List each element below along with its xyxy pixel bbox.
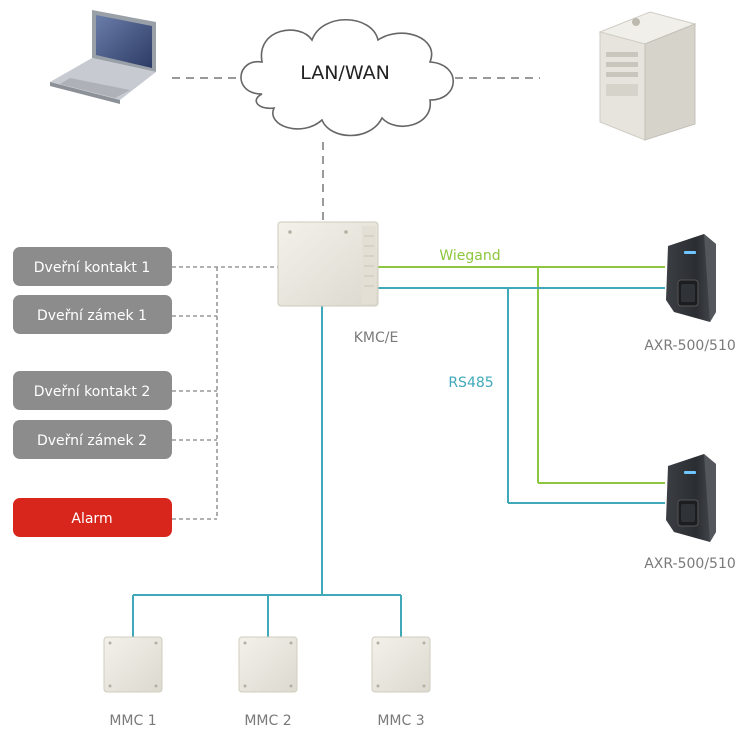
- input-label: Dveřní zámek 2: [37, 433, 147, 449]
- controller-label: KMC/E: [354, 330, 399, 346]
- fingerprint-reader-icon: [666, 454, 716, 542]
- module-label: MMC 1: [109, 713, 156, 729]
- input-door-lock-2: Dveřní zámek 2: [13, 420, 172, 459]
- module-icon: [371, 636, 431, 693]
- module-icon: [238, 636, 298, 693]
- reader-label: AXR-500/510: [644, 556, 736, 572]
- input-door-lock-1: Dveřní zámek 1: [13, 295, 172, 334]
- input-label: Dveřní kontakt 2: [34, 384, 150, 400]
- input-connections: [172, 266, 278, 520]
- fingerprint-reader-icon: [666, 234, 716, 322]
- rs485-label: RS485: [448, 375, 493, 391]
- cloud-icon: [240, 19, 455, 137]
- laptop-icon: [50, 10, 156, 104]
- module-label: MMC 2: [244, 713, 291, 729]
- input-label: Dveřní zámek 1: [37, 308, 147, 324]
- reader-label: AXR-500/510: [644, 338, 736, 354]
- module-label: MMC 3: [377, 713, 424, 729]
- server-icon: [598, 11, 697, 141]
- module-icon: [103, 636, 163, 693]
- wiegand-bus: [378, 266, 665, 484]
- network-connections: [172, 77, 540, 222]
- network-label: LAN/WAN: [300, 62, 390, 84]
- input-label: Dveřní kontakt 1: [34, 260, 150, 276]
- input-door-contact-2: Dveřní kontakt 2: [13, 371, 172, 410]
- controller-icon: [277, 221, 379, 307]
- wiegand-label: Wiegand: [439, 248, 500, 264]
- input-door-contact-1: Dveřní kontakt 1: [13, 247, 172, 286]
- input-label: Alarm: [71, 511, 112, 527]
- input-alarm: Alarm: [13, 498, 172, 537]
- rs485-bus: [132, 287, 665, 637]
